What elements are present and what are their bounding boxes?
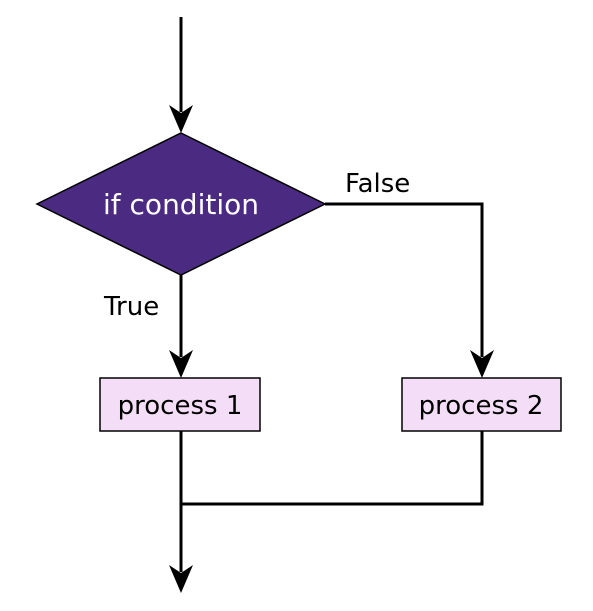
process-2-node: process 2: [401, 377, 562, 432]
false-branch-label: False: [345, 169, 410, 199]
true-branch-arrowhead: [169, 350, 193, 378]
merge-connector: [169, 431, 484, 593]
process-1-node: process 1: [99, 377, 261, 432]
process-1-label: process 1: [118, 391, 243, 421]
true-branch-label: True: [103, 292, 159, 322]
decision-node: if condition: [35, 132, 327, 276]
true-branch: True: [103, 275, 193, 378]
entry-arrowhead: [169, 105, 193, 133]
process-1-box: [99, 377, 261, 432]
decision-label: if condition: [103, 188, 259, 221]
process-2-merge-line: [181, 431, 484, 506]
exit-arrowhead: [169, 565, 193, 593]
process-2-label: process 2: [419, 391, 544, 421]
false-branch: False: [325, 169, 494, 378]
false-branch-line: [325, 202, 484, 357]
false-branch-arrowhead: [470, 350, 494, 378]
process-2-box: [401, 377, 562, 432]
entry-arrow: [169, 17, 193, 133]
